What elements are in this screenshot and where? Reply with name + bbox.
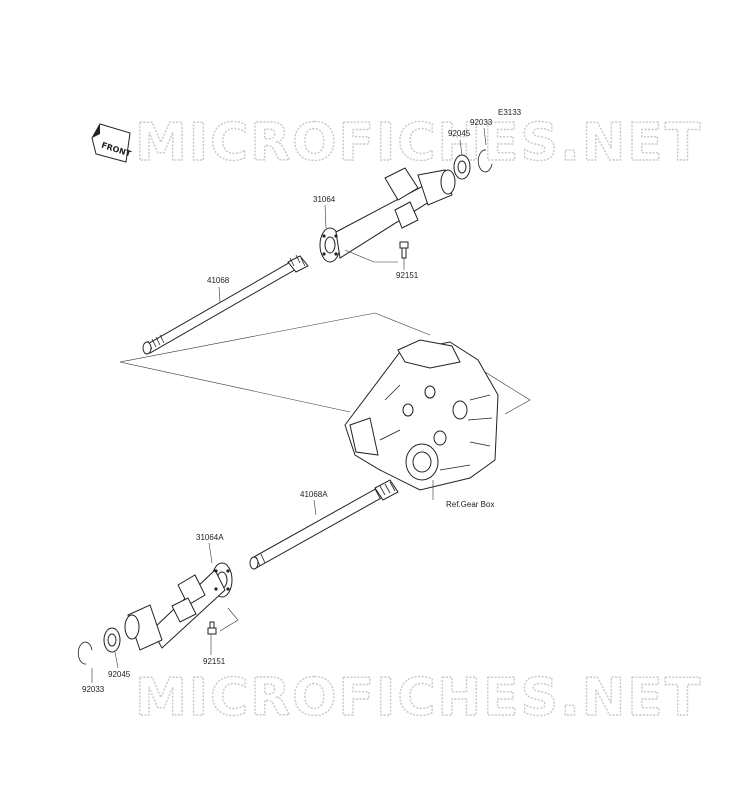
label-92045-top: 92045	[448, 129, 471, 138]
watermark-bottom: MICROFICHES.NET	[135, 668, 702, 728]
circlip-92033-bottom	[77, 641, 93, 665]
shaft-41068	[142, 254, 309, 355]
bolt-92151-top	[399, 241, 409, 259]
label-92045-bottom: 92045	[108, 670, 131, 679]
bearing-92045-top	[453, 154, 471, 180]
label-92151-bottom: 92151	[203, 657, 226, 666]
axle-housing-31064	[319, 167, 456, 263]
label-41068: 41068	[207, 276, 230, 285]
label-gear-box: Ref.Gear Box	[446, 500, 494, 509]
circlip-92033-top	[477, 149, 493, 173]
label-92151-top: 92151	[396, 271, 419, 280]
front-arrow-icon: FRONT	[91, 123, 133, 163]
axle-housing-31064A	[124, 562, 233, 651]
label-41068A: 41068A	[300, 490, 328, 499]
watermark-top: MICROFICHES.NET	[135, 113, 702, 173]
gear-box	[344, 339, 499, 491]
bearing-92045-bottom	[103, 627, 121, 653]
label-92033-top: 92033	[470, 118, 493, 127]
label-92033-bottom: 92033	[82, 685, 105, 694]
bolt-92151-bottom	[207, 621, 217, 635]
ref-code: E3133	[498, 108, 522, 117]
label-31064A: 31064A	[196, 533, 224, 542]
shaft-41068A	[249, 479, 399, 570]
label-31064: 31064	[313, 195, 336, 204]
